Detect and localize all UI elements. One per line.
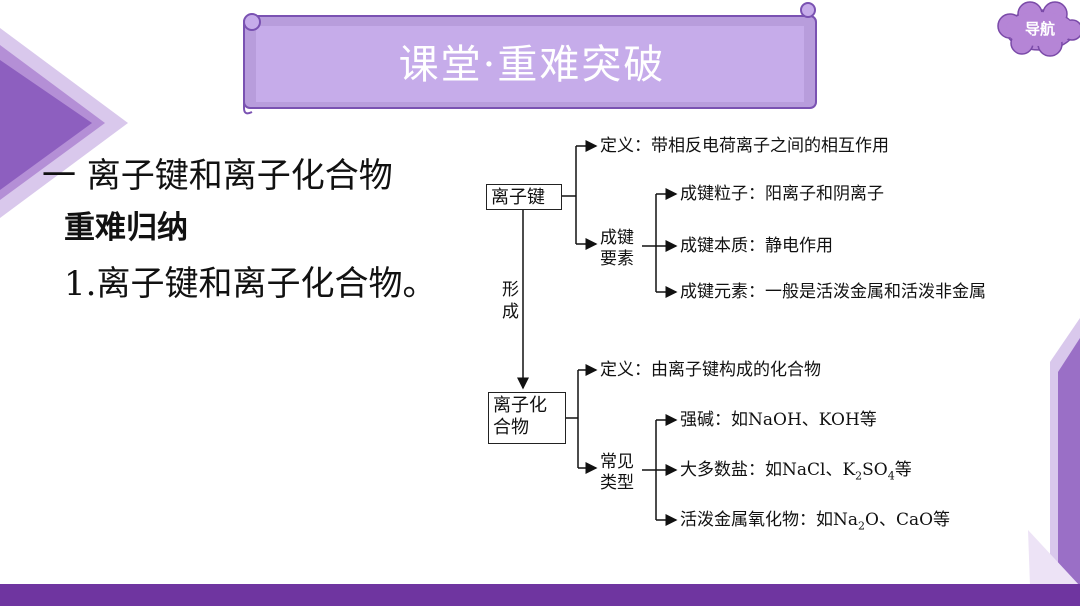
bottom-bar <box>0 584 1080 606</box>
ionic-bond-box: 离子键 <box>486 184 562 210</box>
types-label-1: 常见 <box>600 452 634 472</box>
bond-elements: 成键元素：一般是活泼金属和活泼非金属 <box>680 282 986 302</box>
formation-label-1: 成键 <box>600 228 634 248</box>
nav-button[interactable]: 导航 <box>1024 20 1055 38</box>
compound-definition: 定义：由离子键构成的化合物 <box>600 360 821 380</box>
salts-mid: SO <box>862 460 888 480</box>
left-triangle-dark <box>0 60 92 190</box>
oxides-prefix: 活泼金属氧化物：如Na <box>680 510 859 530</box>
oxides-suffix: O、CaO等 <box>865 510 951 530</box>
ionic-bond-definition: 定义：带相反电荷离子之间的相互作用 <box>600 136 889 156</box>
formation-label-2: 要素 <box>600 249 634 269</box>
form-label-2: 成 <box>502 302 519 322</box>
form-label-1: 形 <box>502 280 519 300</box>
salts-suffix: 等 <box>894 460 912 480</box>
bond-particles: 成键粒子：阳离子和阴离子 <box>680 184 884 204</box>
summary-title: 重难归纳 <box>64 210 188 246</box>
section-title: 一 离子键和离子化合物 <box>42 156 393 196</box>
point-title: 1.离子键和离子化合物。 <box>64 264 437 304</box>
types-label-2: 类型 <box>600 473 634 493</box>
scroll-banner <box>243 2 817 115</box>
salts-sub-2: 4 <box>887 469 895 483</box>
salts: 大多数盐：如NaCl、K2SO4等 <box>680 460 912 486</box>
ionic-compound-label-2: 合物 <box>493 417 529 438</box>
strong-base: 强碱：如NaOH、KOH等 <box>680 410 877 430</box>
oxides-sub: 2 <box>858 519 866 533</box>
salts-prefix: 大多数盐：如NaCl、K <box>680 460 856 480</box>
metal-oxides: 活泼金属氧化物：如Na2O、CaO等 <box>680 510 950 536</box>
bond-essence: 成键本质：静电作用 <box>680 236 833 256</box>
salts-sub-1: 2 <box>855 469 863 483</box>
page-title: 课堂·重难突破 <box>398 42 666 88</box>
right-corner <box>1028 530 1080 586</box>
nav-cloud-icon <box>997 1 1080 57</box>
ionic-compound-box: 离子化 合物 <box>488 392 566 444</box>
right-shape-dark <box>1058 338 1080 586</box>
ionic-compound-label-1: 离子化 <box>493 395 547 416</box>
